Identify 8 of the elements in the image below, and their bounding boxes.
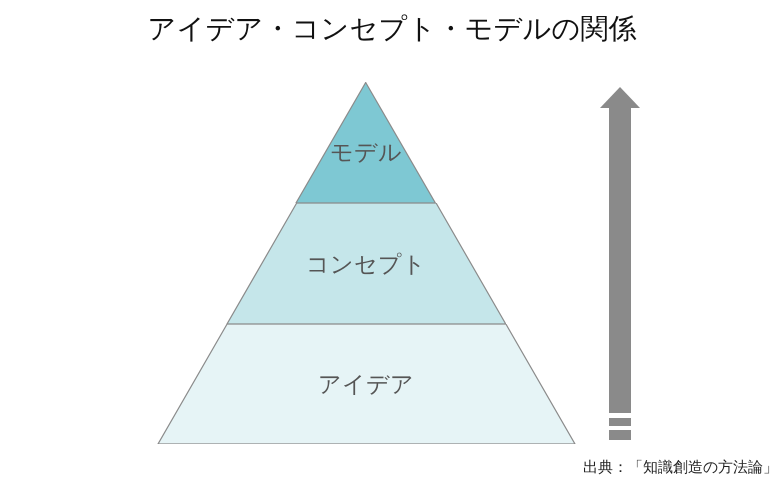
pyramid-bottom-band [156,324,576,444]
band-label: モデル [330,139,402,168]
band-label: コンセプト [306,250,426,280]
title: アイデア・コンセプト・モデルの関係 [146,11,638,47]
pyramid-middle-band [226,203,506,324]
band-label: アイデア [318,371,414,400]
source-note: 出典：「知識創造の方法論」 [583,458,778,477]
pyramid-top-band [295,82,437,203]
